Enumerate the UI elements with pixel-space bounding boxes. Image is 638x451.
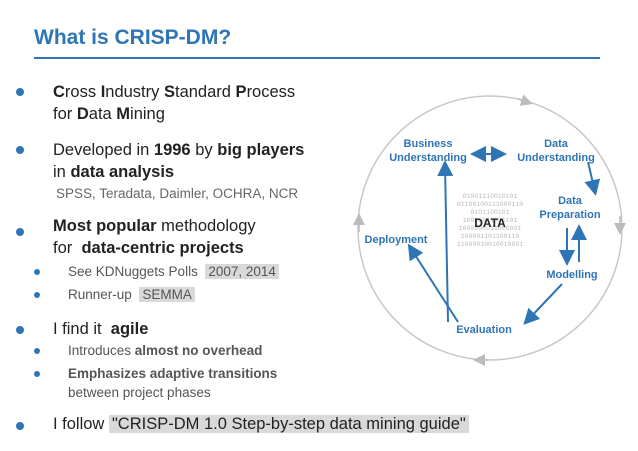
sub-bullet-icon: [34, 348, 40, 354]
phase-deployment: Deployment: [364, 234, 428, 246]
page-title: What is CRISP-DM?: [34, 26, 232, 49]
bullet-most-popular: Most popular methodology for data-centri…: [53, 217, 256, 257]
bullet-follow-guide: I follow "CRISP-DM 1.0 Step-by-step data…: [53, 413, 469, 435]
binary-line: 01001110010101: [463, 193, 518, 200]
bullet-crisp-definition: Cross Industry Standard Process for Data…: [53, 83, 296, 123]
arrow-understanding-to-preparation: [584, 161, 601, 196]
cycle-arrow-top: [517, 94, 533, 106]
bullet-icon: [16, 228, 24, 236]
binary-line: 11000010010010001: [457, 241, 523, 248]
phase-modelling: Modelling: [546, 269, 598, 281]
kdnuggets-years: 2007, 2014: [205, 264, 279, 279]
bullet-icon: [16, 88, 24, 96]
sub-bullet-overhead: Introduces almost no overhead: [68, 343, 263, 358]
guide-title: "CRISP-DM 1.0 Step-by-step data mining g…: [108, 415, 469, 433]
bullet-developed: Developed in 1996 by big players in data…: [53, 141, 305, 181]
sub-bullet-kdnuggets: See KDNuggets Polls 2007, 2014: [68, 262, 279, 281]
bullet-icon: [16, 326, 24, 334]
arrow-modelling-to-evaluation: [523, 283, 563, 325]
binary-line: 10010011001101: [463, 217, 518, 224]
title-underline: [34, 57, 600, 59]
sub-bullet-icon: [34, 292, 40, 298]
semma-label: SEMMA: [139, 287, 195, 302]
binary-data-texture: 0100111001010101100100111000110010110010…: [457, 193, 523, 248]
bullet-agile: I find it agile: [53, 320, 149, 338]
sub-bullet-transitions: Emphasizes adaptive transitions between …: [68, 366, 278, 400]
binary-line: 0101100101: [470, 209, 509, 216]
binary-line: 1000000011000001: [459, 225, 522, 232]
binary-line: 01100100111000110: [457, 201, 523, 208]
binary-line: 100001101100110: [461, 233, 520, 240]
arrow-evaluation-to-deployment: [407, 243, 459, 323]
phase-evaluation: Evaluation: [456, 324, 512, 336]
sub-bullet-icon: [34, 371, 40, 377]
cycle-graphic: 0100111001010101100100111000110010110010…: [353, 94, 626, 366]
bullet-icon: [16, 422, 24, 430]
sub-bullet-icon: [34, 269, 40, 275]
bullet-icon: [16, 146, 24, 154]
arrow-evaluation-to-business: [437, 160, 454, 323]
company-list: SPSS, Teradata, Daimler, OCHRA, NCR: [56, 186, 299, 201]
data-center-label: DATA: [474, 216, 506, 230]
sub-bullet-runner-up: Runner-up SEMMA: [68, 285, 195, 304]
